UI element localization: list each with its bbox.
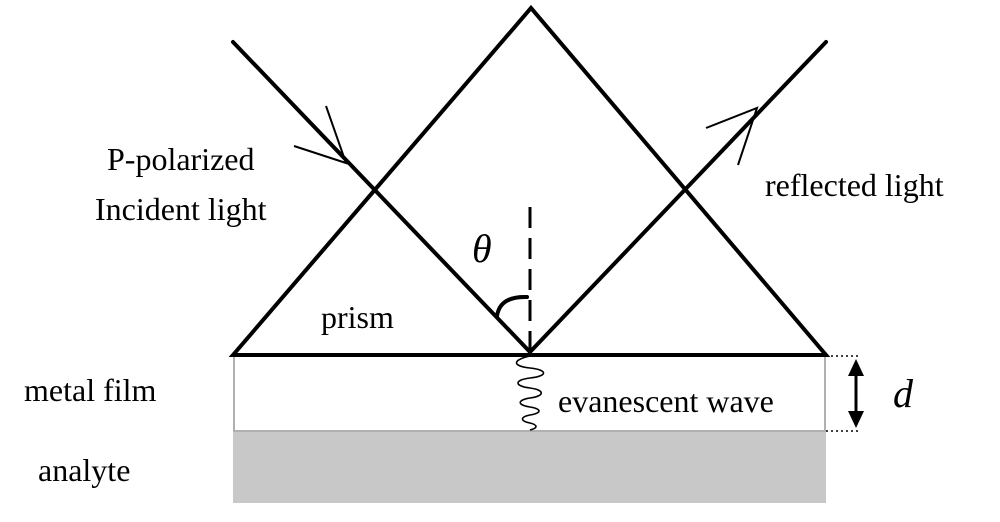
analyte-layer (233, 431, 826, 503)
prism-label: prism (321, 299, 394, 335)
thickness-arrow-up-icon (848, 359, 864, 376)
angle-arc (495, 294, 529, 318)
theta-label: θ (472, 226, 492, 271)
thickness-arrow-down-icon (848, 411, 864, 428)
incident-ray (231, 40, 532, 354)
prism-triangle (228, 4, 831, 357)
evanescent-label: evanescent wave (558, 383, 774, 419)
incident-label-line2: Incident light (95, 191, 267, 227)
metal-film-label: metal film (24, 372, 157, 408)
reflected-ray (528, 40, 828, 354)
analyte-label: analyte (38, 452, 130, 488)
evanescent-wave-icon (515, 355, 545, 431)
incident-label-line1: P-polarized (107, 141, 255, 177)
reflected-label: reflected light (765, 167, 944, 203)
thickness-label: d (893, 371, 914, 416)
incident-arrow-icon (293, 105, 348, 165)
reflected-arrow-icon (705, 106, 759, 166)
